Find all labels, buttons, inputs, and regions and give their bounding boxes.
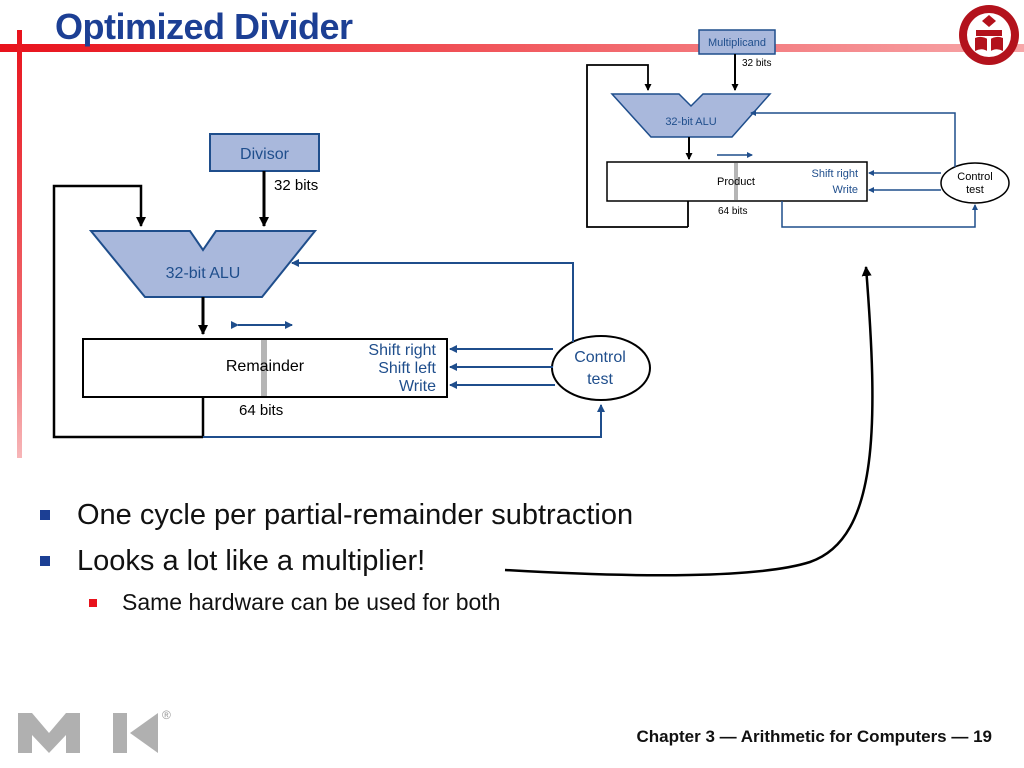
bullet-square-icon [40, 510, 50, 520]
lsb-to-control-wire [781, 201, 978, 228]
shift-right-label: Shift right [368, 342, 436, 359]
remainder-feedback-wire [52, 184, 203, 439]
multiplier-control-line2: test [966, 184, 984, 196]
product-feedback-wire [586, 64, 688, 228]
multiplier-datapath: Multiplicand 32 bits 32-bit ALU Product … [586, 29, 1010, 228]
product-midpoint-marker [734, 163, 738, 200]
multiplier-control-to-alu-wire [750, 110, 956, 167]
university-seal-icon [959, 5, 1019, 65]
multiplier-control-line1: Control [957, 171, 992, 183]
product-bits-label: 64 bits [718, 206, 747, 217]
slide-footer: Chapter 3 — Arithmetic for Computers — 1… [636, 727, 993, 746]
title-underline-bar [0, 44, 1024, 52]
mk-publisher-logo-icon: ® [18, 708, 171, 753]
write-label: Write [399, 378, 436, 395]
divider-alu-label: 32-bit ALU [166, 265, 241, 282]
bullet-text: Looks a lot like a multiplier! [77, 545, 426, 577]
slide-title: Optimized Divider [55, 6, 353, 47]
sub-bullet-item: Same hardware can be used for both [40, 587, 633, 617]
shift-left-label: Shift left [378, 360, 436, 377]
register-midpoint-marker [261, 340, 267, 396]
divider-datapath: Divisor 32 bits 32-bit ALU Remainder Shi… [52, 133, 651, 439]
remainder-label: Remainder [226, 358, 305, 375]
bullet-item: One cycle per partial-remainder subtract… [40, 495, 633, 541]
bullet-text: One cycle per partial-remainder subtract… [77, 499, 634, 531]
product-label: Product [717, 176, 755, 188]
multiplicand-bits-label: 32 bits [742, 58, 771, 69]
multiplicand-box [698, 29, 776, 55]
control-to-alu-wire [291, 259, 574, 342]
product-write-label: Write [833, 184, 858, 196]
control-test-unit [551, 335, 651, 401]
multiplicand-label: Multiplicand [708, 37, 766, 49]
multiplier-alu-label: 32-bit ALU [665, 116, 716, 128]
sign-bit-to-control-wire [203, 404, 605, 438]
divisor-bits-label: 32 bits [274, 177, 318, 194]
bullet-square-icon [40, 556, 50, 566]
comparison-pointer-arrow [504, 266, 874, 577]
divider-alu [88, 230, 318, 298]
divisor-box [209, 133, 320, 172]
sub-bullet-square-icon [89, 599, 97, 607]
bullet-list: One cycle per partial-remainder subtract… [40, 495, 633, 617]
registered-mark: ® [162, 708, 171, 722]
control-label-line1: Control [574, 349, 626, 366]
register-bits-label: 64 bits [239, 402, 283, 419]
control-label-line2: test [587, 371, 613, 388]
divisor-label: Divisor [240, 146, 290, 163]
multiplier-control-unit [940, 162, 1010, 204]
sub-bullet-text: Same hardware can be used for both [122, 589, 501, 615]
bullet-item: Looks a lot like a multiplier! [40, 541, 633, 587]
multiplier-alu [610, 93, 772, 138]
left-accent-bar [17, 30, 22, 458]
product-shift-right-label: Shift right [812, 168, 858, 180]
